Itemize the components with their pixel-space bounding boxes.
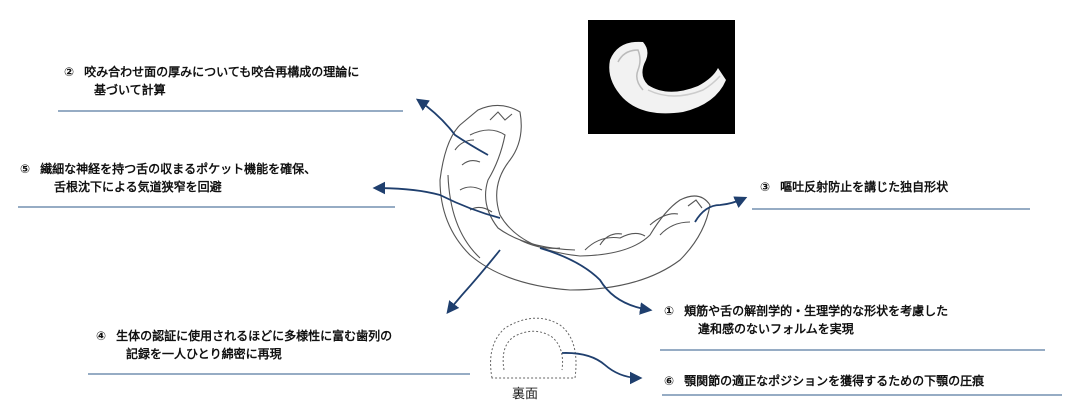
underside-caption: 裏面 bbox=[512, 387, 539, 402]
arrow-4 bbox=[446, 249, 501, 314]
callout-6-line1: 顎関節の適正なポジションを獲得するための下顎の圧痕 bbox=[684, 374, 985, 388]
callout-4: ④ 生体の認証に使用されるほどに多様性に富む歯列の 記録を一人ひとり綿密に再現 bbox=[96, 327, 392, 363]
callout-5-line1: 繊細な神経を持つ舌の収まるポケット機能を確保、 bbox=[40, 162, 317, 176]
mouthpiece-photo bbox=[588, 20, 735, 134]
callout-arrows bbox=[372, 98, 748, 385]
mouthpiece-photo-icon bbox=[588, 20, 735, 134]
callout-4-number: ④ bbox=[96, 329, 107, 343]
callout-6-number: ⑥ bbox=[664, 374, 675, 388]
callout-2-line2: 基づいて計算 bbox=[94, 83, 166, 97]
arrow-1 bbox=[539, 247, 653, 315]
callout-3-line1: 嘔吐反射防止を講じた独自形状 bbox=[780, 180, 949, 194]
arrow-6 bbox=[561, 352, 643, 385]
underside-outline bbox=[490, 317, 577, 379]
callout-1-line1: 頬筋や舌の解剖学的・生理学的な形状を考慮した bbox=[684, 304, 949, 318]
mouthpiece-drawing bbox=[439, 104, 711, 291]
callout-5: ⑤ 繊細な神経を持つ舌の収まるポケット機能を確保、 舌根沈下による気道狭窄を回避 bbox=[20, 160, 316, 196]
callout-2-line1: 咬み合わせ面の厚みについても咬合再構成の理論に bbox=[84, 65, 360, 79]
callout-1: ① 頬筋や舌の解剖学的・生理学的な形状を考慮した 違和感のないフォルムを実現 bbox=[664, 302, 948, 338]
callout-5-number: ⑤ bbox=[20, 162, 31, 176]
arrow-2 bbox=[415, 98, 489, 156]
callout-1-number: ① bbox=[664, 304, 675, 318]
callout-3-number: ③ bbox=[760, 180, 771, 194]
callout-2: ② 咬み合わせ面の厚みについても咬合再構成の理論に 基づいて計算 bbox=[64, 63, 359, 99]
callout-6: ⑥ 顎関節の適正なポジションを獲得するための下顎の圧痕 bbox=[664, 372, 984, 390]
callout-5-line2: 舌根沈下による気道狭窄を回避 bbox=[54, 180, 222, 194]
callout-4-line2: 記録を一人ひとり綿密に再現 bbox=[126, 347, 282, 361]
arrow-5 bbox=[372, 181, 501, 219]
callout-4-line1: 生体の認証に使用されるほどに多様性に富む歯列の bbox=[116, 329, 393, 343]
callout-1-line2: 違和感のないフォルムを実現 bbox=[698, 322, 854, 336]
callout-2-number: ② bbox=[64, 65, 75, 79]
callout-rules bbox=[18, 110, 1062, 396]
callout-3: ③ 嘔吐反射防止を講じた独自形状 bbox=[760, 178, 948, 196]
arrow-3 bbox=[694, 196, 748, 223]
